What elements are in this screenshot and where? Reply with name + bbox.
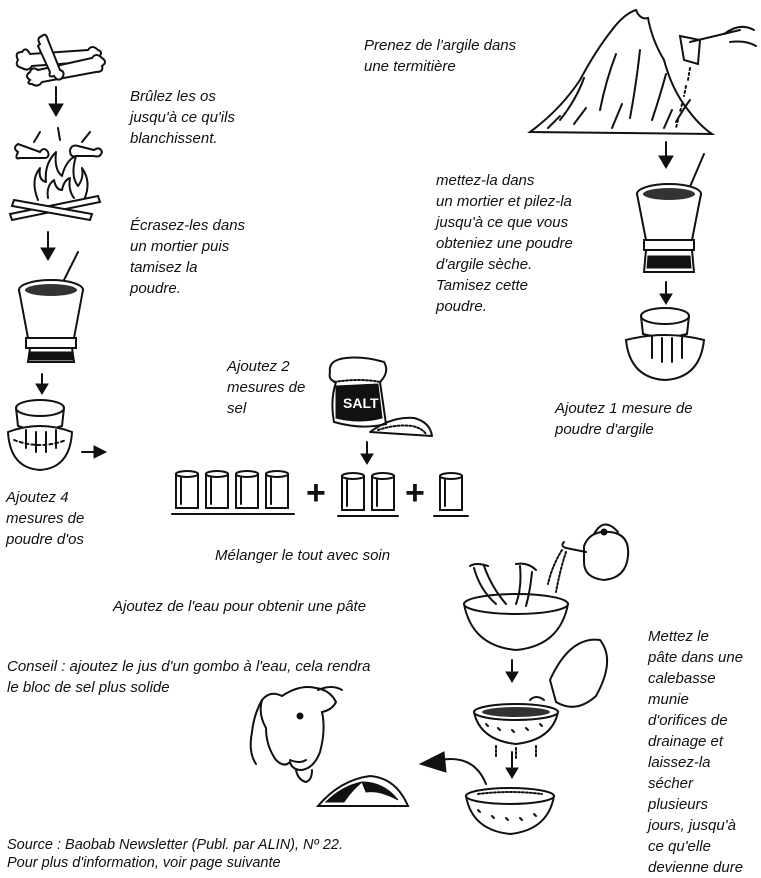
bones-icon	[17, 35, 105, 86]
drain-calabash-icon	[474, 704, 558, 760]
arrow-right-icon	[82, 446, 106, 458]
measure-cup-icon	[440, 473, 462, 510]
salt-bag-icon: SALT	[330, 358, 432, 437]
measure-cup-icon	[236, 471, 258, 508]
measure-cup-icon	[342, 473, 364, 510]
measure-cup-icon	[206, 471, 228, 508]
arrow-down-icon	[36, 374, 48, 394]
mixing-bowl-icon	[464, 564, 568, 650]
fire-icon	[10, 128, 102, 220]
mortar-icon	[637, 154, 704, 272]
kettle-icon	[548, 524, 628, 592]
arrow-down-icon	[506, 660, 518, 682]
arrow-down-icon	[660, 282, 672, 304]
measure-cups-clay	[434, 473, 468, 516]
arrow-down-icon	[41, 232, 55, 260]
goat-icon	[251, 687, 342, 782]
measure-cups-bone	[172, 471, 294, 514]
salt-bag-label: SALT	[343, 395, 379, 411]
arrow-down-icon	[361, 442, 373, 464]
arrow-down-icon	[659, 142, 673, 168]
measure-cup-icon	[176, 471, 198, 508]
termite-mound-icon	[530, 10, 756, 134]
arrow-down-icon	[49, 87, 63, 116]
measure-cups-salt	[338, 473, 398, 516]
sieve-bowl-icon	[8, 400, 72, 470]
pouring-bowl-icon	[530, 640, 607, 707]
mortar-icon	[19, 252, 83, 362]
sieve-bowl-icon	[626, 308, 704, 380]
curved-arrow-icon	[420, 752, 486, 784]
drying-calabash-icon	[466, 788, 554, 834]
salt-block-icon	[318, 776, 408, 806]
measure-cup-icon	[372, 473, 394, 510]
measure-cup-icon	[266, 471, 288, 508]
